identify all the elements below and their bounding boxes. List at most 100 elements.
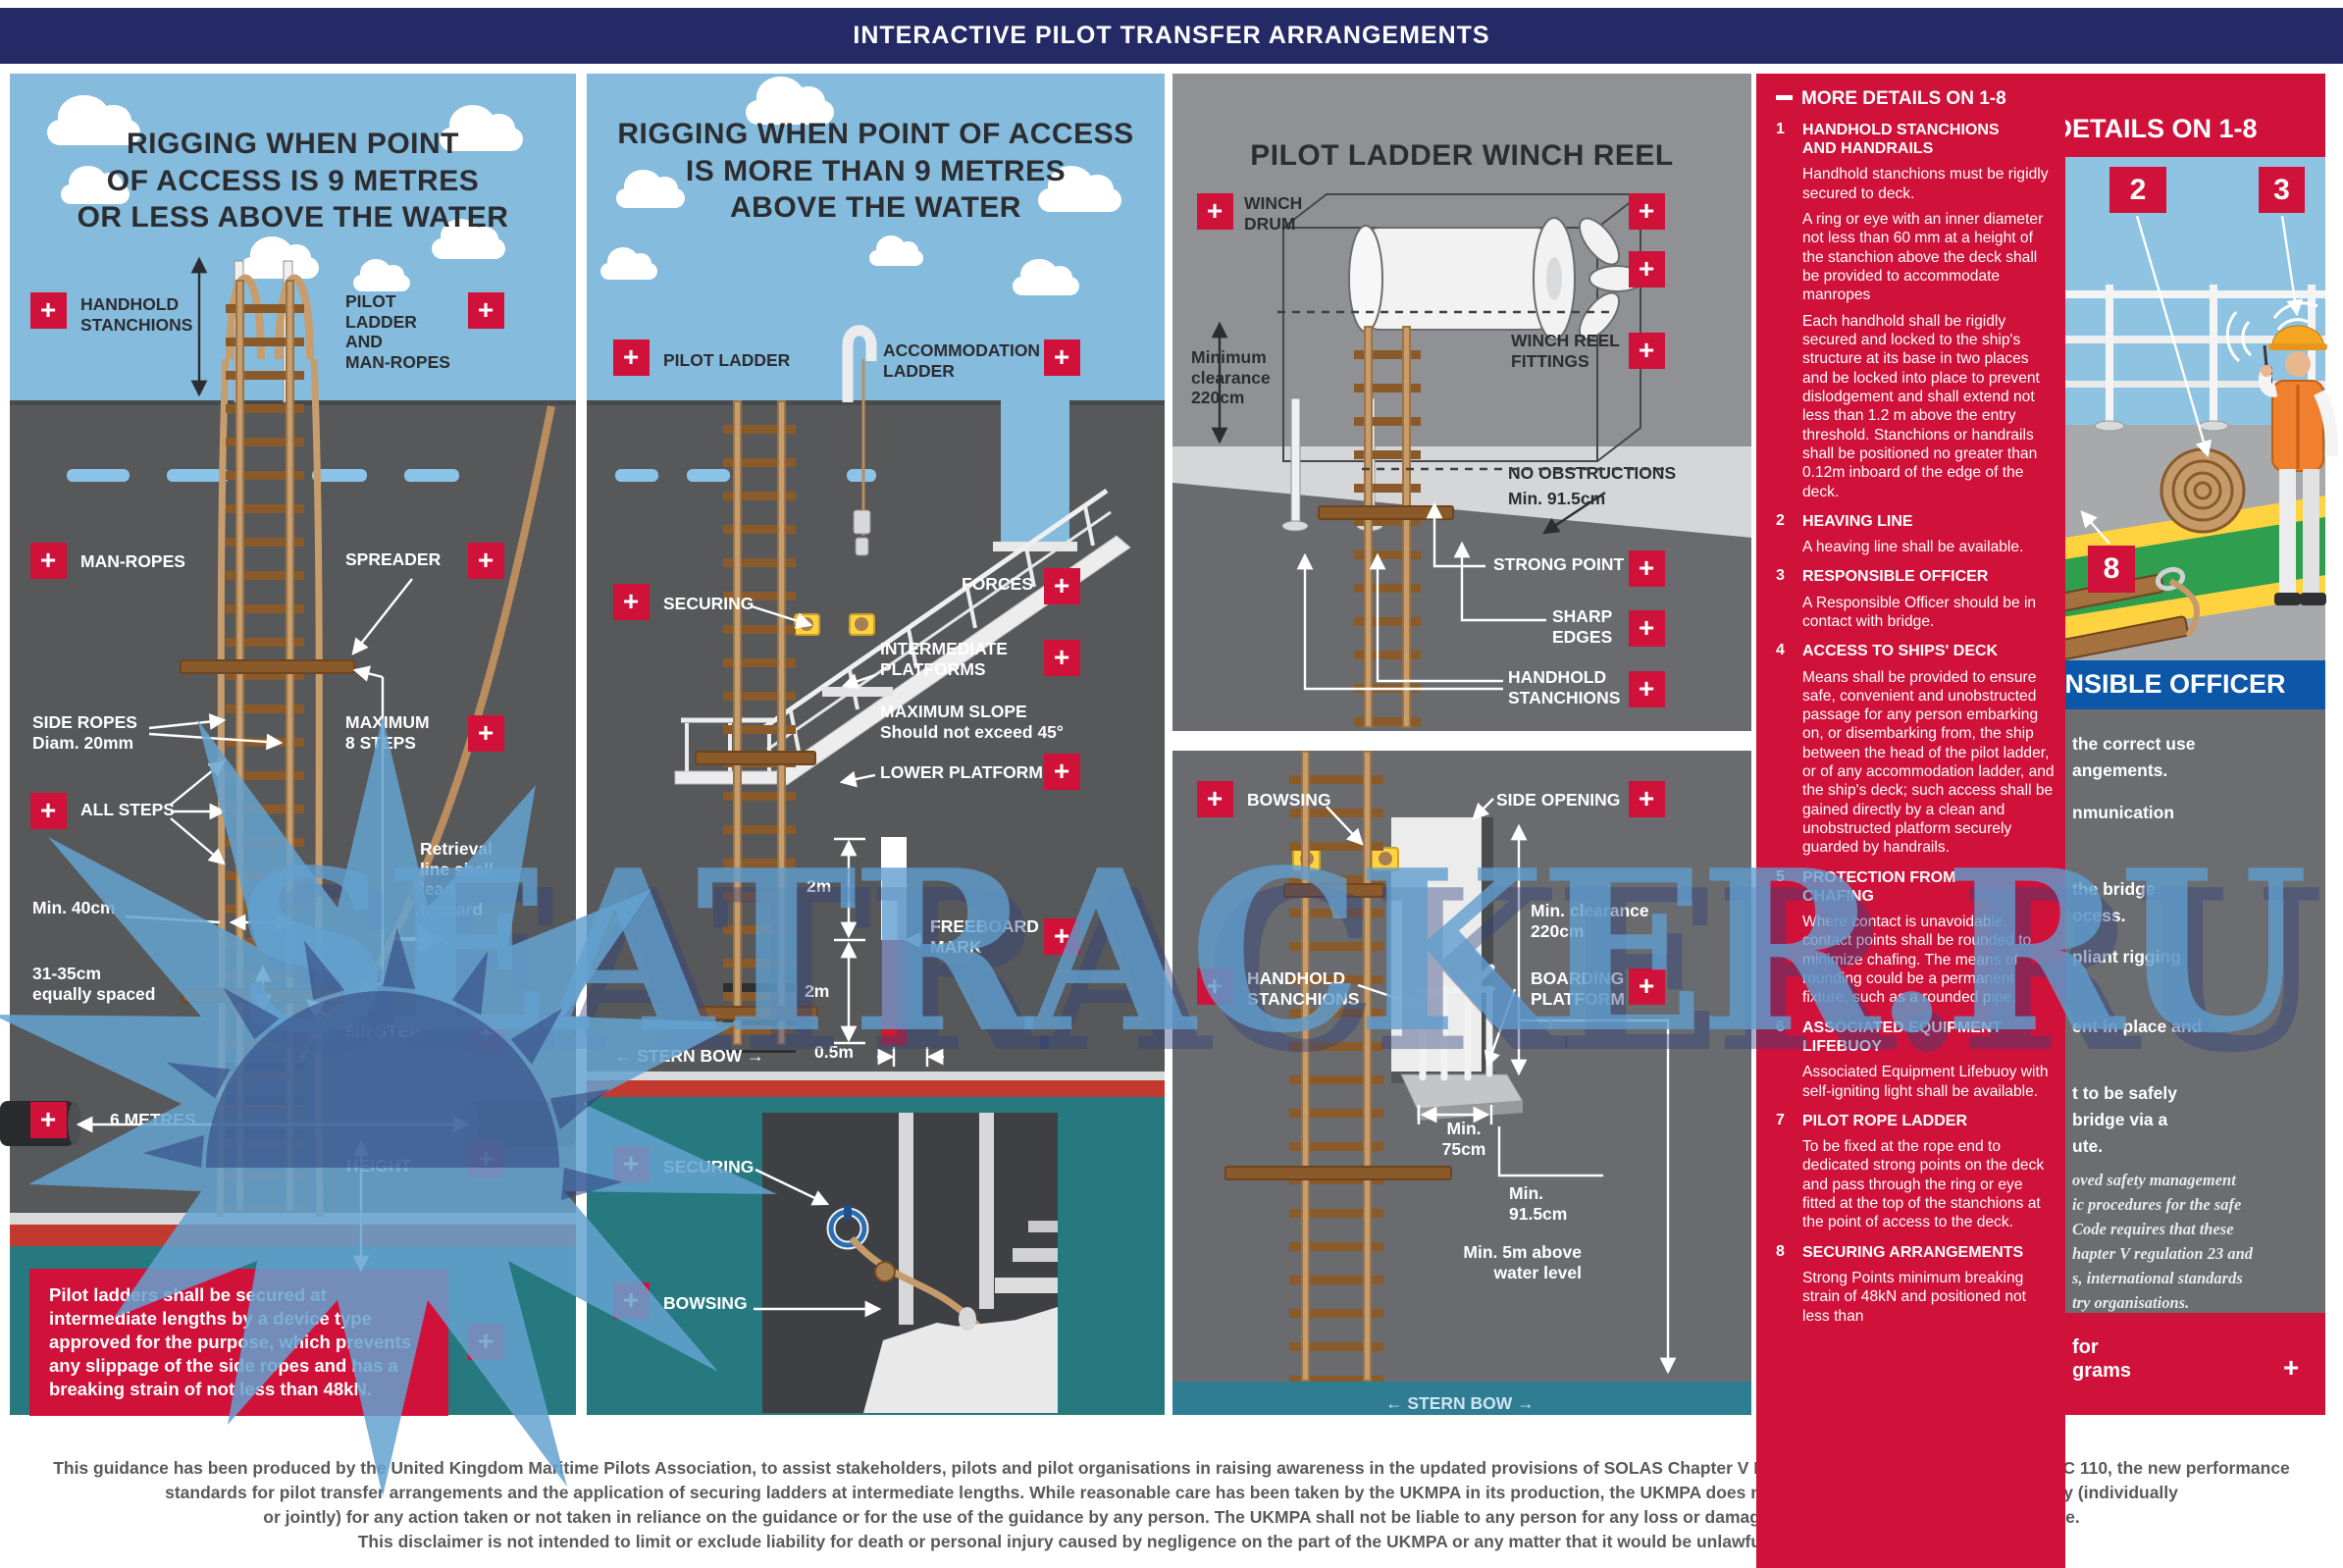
details-item-paragraph: Strong Points minimum breaking strain of… <box>1802 1269 2026 1325</box>
label-side-opening: SIDE OPENING <box>1496 790 1621 810</box>
plus-button-all-steps[interactable]: + <box>29 792 67 829</box>
disclaimer-line: or jointly) for any action taken or not … <box>263 1507 2080 1527</box>
panel5-ism-line: ic procedures for the safe <box>2072 1195 2242 1214</box>
plus-button-pilot-ladder-2[interactable]: + <box>612 339 650 376</box>
panel5-info-line: t to be safely <box>2072 1083 2177 1103</box>
plus-button-6-metres[interactable]: + <box>29 1101 67 1138</box>
details-item-number: 1 <box>1776 121 1785 137</box>
details-item-number: 4 <box>1776 642 1785 659</box>
details-item-heading: PROTECTION FROM CHAFING <box>1802 868 1956 905</box>
label-min-clearance-4: Min. clearance 220cm <box>1531 901 1649 941</box>
disclaimer-line: This disclaimer is not intended to limit… <box>357 1532 1986 1551</box>
details-title: MORE DETAILS ON 1-8 <box>1801 88 2006 109</box>
panel4-bg <box>1172 751 1751 1415</box>
plus-button-securing-upper[interactable]: + <box>612 583 650 620</box>
details-item-number: 2 <box>1776 511 1785 529</box>
label-height: HEIGHT <box>346 1156 412 1176</box>
label-intermediate-platforms: INTERMEDIATE PLATFORMS <box>880 639 1008 679</box>
plus-button-pilot-ladder-man-ropes[interactable]: + <box>467 291 504 329</box>
details-item-heading: PILOT ROPE LADDER <box>1802 1112 1968 1129</box>
label-sharp-edges: SHARP EDGES <box>1552 606 1613 647</box>
label-no-obstructions: NO OBSTRUCTIONS <box>1508 463 1677 483</box>
pilot-ladder-4 <box>1287 751 1385 1382</box>
label-5th-step: 5th STEP <box>345 1021 421 1041</box>
plus-button-freeboard-mark[interactable]: + <box>1043 917 1080 955</box>
details-item-paragraph: A ring or eye with an inner diameter not… <box>1802 211 2044 304</box>
details-item-paragraph: Where contact is unavoidable, contact po… <box>1802 914 2032 1007</box>
label-min-915-4: Min. 91.5cm <box>1509 1183 1568 1224</box>
plus-button-5th-step[interactable]: + <box>467 1015 504 1052</box>
label-boarding-platform: BOARDING PLATFORM <box>1531 968 1625 1009</box>
label-handhold-stanchions-4: HANDHOLD STANCHIONS <box>1247 968 1360 1009</box>
details-item-heading: ACCESS TO SHIPS' DECK <box>1802 643 1999 660</box>
winch-ladder <box>1352 326 1423 728</box>
page-title: INTERACTIVE PILOT TRANSFER ARRANGEMENTS <box>853 22 1490 49</box>
label-min-75cm: Min. 75cm <box>1441 1119 1486 1159</box>
plus-button-winch-extra-1[interactable]: + <box>1628 192 1665 230</box>
label-6-metres: 6 METRES <box>110 1110 196 1129</box>
panel5-info-line: pliant rigging <box>2072 947 2181 967</box>
panel5-ism-line: try organisations. <box>2072 1293 2190 1312</box>
plus-button-accommodation-ladder[interactable]: + <box>1043 339 1080 376</box>
label-31-35cm: 31-35cm equally spaced <box>32 964 156 1004</box>
plus-button-maximum-8-steps[interactable]: + <box>467 714 504 752</box>
plus-button-strong-point[interactable]: + <box>1628 549 1665 587</box>
label-pilot-ladder-man-ropes: PILOT LADDER AND MAN-ROPES <box>345 291 450 372</box>
label-strong-point: STRONG POINT <box>1493 554 1625 574</box>
panel2-title: RIGGING WHEN POINT OF ACCESS IS MORE THA… <box>617 118 1134 224</box>
badge-3[interactable]: 3 <box>2259 167 2305 213</box>
panel5-info-line: angements. <box>2072 760 2168 780</box>
plus-button-spreader[interactable]: + <box>467 542 504 579</box>
plus-button-side-opening[interactable]: + <box>1628 780 1665 817</box>
label-maximum-slope: MAXIMUM SLOPE Should not exceed 45° <box>880 702 1064 742</box>
badge-2[interactable]: 2 <box>2109 167 2166 213</box>
plus-button-man-ropes[interactable]: + <box>29 542 67 579</box>
plus-button-securing-lower[interactable]: + <box>612 1145 650 1182</box>
details-item-paragraph: Each handhold shall be rigidly secured a… <box>1802 312 2040 500</box>
plus-button-bowsing-4[interactable]: + <box>1196 780 1233 817</box>
badge-8[interactable]: 8 <box>2088 546 2135 593</box>
plus-button-handhold-stanchions-4[interactable]: + <box>1196 967 1233 1005</box>
panel5-ism-line: oved safety management <box>2072 1171 2236 1189</box>
collapse-icon[interactable] <box>1776 95 1793 100</box>
label-handhold-stanchions: HANDHOLD STANCHIONS <box>80 294 193 335</box>
details-item-number: 3 <box>1776 567 1785 585</box>
plus-button-lower-platform[interactable]: + <box>1043 753 1080 790</box>
pilot-ladder-2 <box>721 400 798 1053</box>
spreader-bar <box>1224 1166 1452 1180</box>
spreader-bar <box>180 659 355 674</box>
label-min-40cm: Min. 40cm <box>32 898 116 917</box>
plus-button-winch-reel-fittings[interactable]: + <box>1628 332 1665 369</box>
plus-button-securing-note[interactable]: + <box>467 1323 504 1360</box>
plus-button-handhold-stanchions[interactable]: + <box>29 291 67 329</box>
panel5-info-line: ent in place and <box>2072 1017 2203 1036</box>
details-item-paragraph: A heaving line shall be available. <box>1802 539 2024 556</box>
label-0-5m: 0.5m <box>814 1042 854 1062</box>
plus-button-boarding-platform[interactable]: + <box>1628 967 1665 1005</box>
plus-button-sharp-edges[interactable]: + <box>1628 609 1665 647</box>
label-2m-upper: 2m <box>807 876 832 896</box>
label-min-915-3: Min. 91.5cm <box>1508 489 1606 508</box>
panel4-water <box>1172 1382 1751 1415</box>
spreader-bar <box>697 1006 818 1020</box>
label-bowsing-4: BOWSING <box>1247 790 1331 810</box>
details-item-number: 8 <box>1776 1242 1785 1260</box>
panel5-info-line: bridge via a <box>2072 1110 2168 1129</box>
plus-button-intermediate-platforms[interactable]: + <box>1043 639 1080 676</box>
plus-button-height[interactable]: + <box>467 1140 504 1177</box>
plus-button-handhold-stanchions-3[interactable]: + <box>1628 670 1665 707</box>
label-freeboard-mark: FREEBOARD MARK <box>930 916 1039 957</box>
pilot-ladder-1 <box>224 280 306 1212</box>
plus-button-winch-extra-2[interactable]: + <box>1628 250 1665 287</box>
plus-button-bowsing-2[interactable]: + <box>612 1281 650 1319</box>
panel5-info-line: ute. <box>2072 1136 2104 1156</box>
panel5-info-line: the correct use <box>2072 734 2196 754</box>
plus-button-forces[interactable]: + <box>1043 567 1080 604</box>
plus-button-more-diagrams[interactable]: + <box>2272 1349 2310 1386</box>
plus-button-winch-drum[interactable]: + <box>1196 192 1233 230</box>
panel5-ism-line: Code requires that these <box>2072 1220 2234 1238</box>
